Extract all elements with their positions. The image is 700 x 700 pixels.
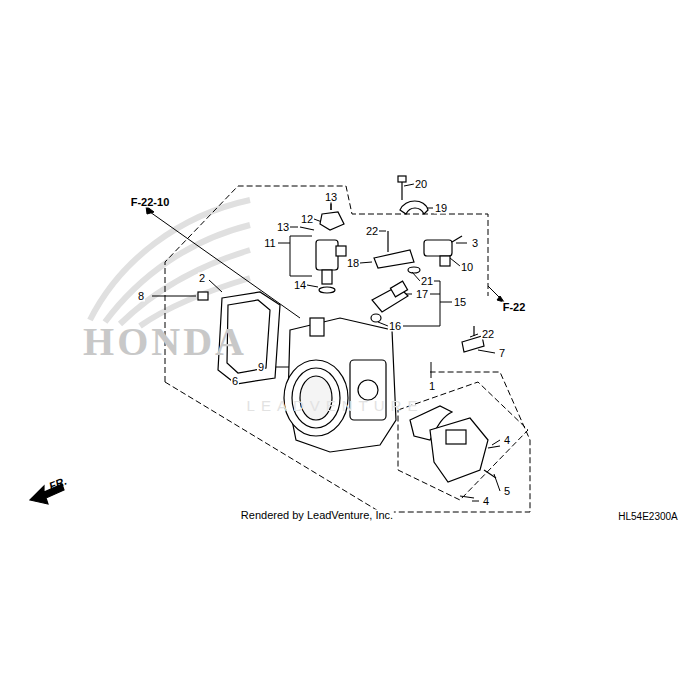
callout-number: 16 bbox=[388, 321, 402, 332]
logo-watermark: HONDA bbox=[82, 322, 248, 362]
callout-number: 22 bbox=[365, 226, 379, 237]
diagram-code: HL54E2300A bbox=[617, 512, 679, 522]
callout-number: 20 bbox=[414, 179, 428, 190]
callout-number: 12 bbox=[300, 214, 314, 225]
callout-number: 17 bbox=[415, 289, 429, 300]
callout-number: 21 bbox=[420, 276, 434, 287]
callout-number: 18 bbox=[346, 258, 360, 269]
callout-number: 9 bbox=[257, 362, 265, 373]
callout-number: 2 bbox=[198, 273, 206, 284]
parts bbox=[30, 176, 500, 504]
callout-number: 11 bbox=[263, 238, 276, 249]
callout-number: 3 bbox=[471, 238, 479, 249]
callout-number: 15 bbox=[453, 297, 467, 308]
callout-number: 5 bbox=[503, 486, 511, 497]
callout-number: 19 bbox=[434, 203, 448, 214]
callout-number: 8 bbox=[137, 291, 145, 302]
callout-number: 6 bbox=[231, 376, 239, 387]
reference-label: F-22 bbox=[502, 302, 527, 313]
callout-number: 22 bbox=[481, 329, 495, 340]
callout-number: 13 bbox=[276, 222, 290, 233]
callout-number: 13 bbox=[324, 192, 338, 203]
callout-number: 14 bbox=[293, 280, 307, 291]
callout-number: 4 bbox=[482, 496, 490, 507]
callout-number: 7 bbox=[498, 348, 506, 359]
text-watermark: LEADVENTURE bbox=[246, 398, 425, 413]
callout-number: 10 bbox=[460, 262, 474, 273]
credit-note: Rendered by LeadVenture, Inc. bbox=[240, 510, 394, 521]
callout-number: 4 bbox=[503, 435, 511, 446]
reference-label: F-22-10 bbox=[130, 197, 171, 208]
callout-number: 1 bbox=[428, 381, 436, 392]
